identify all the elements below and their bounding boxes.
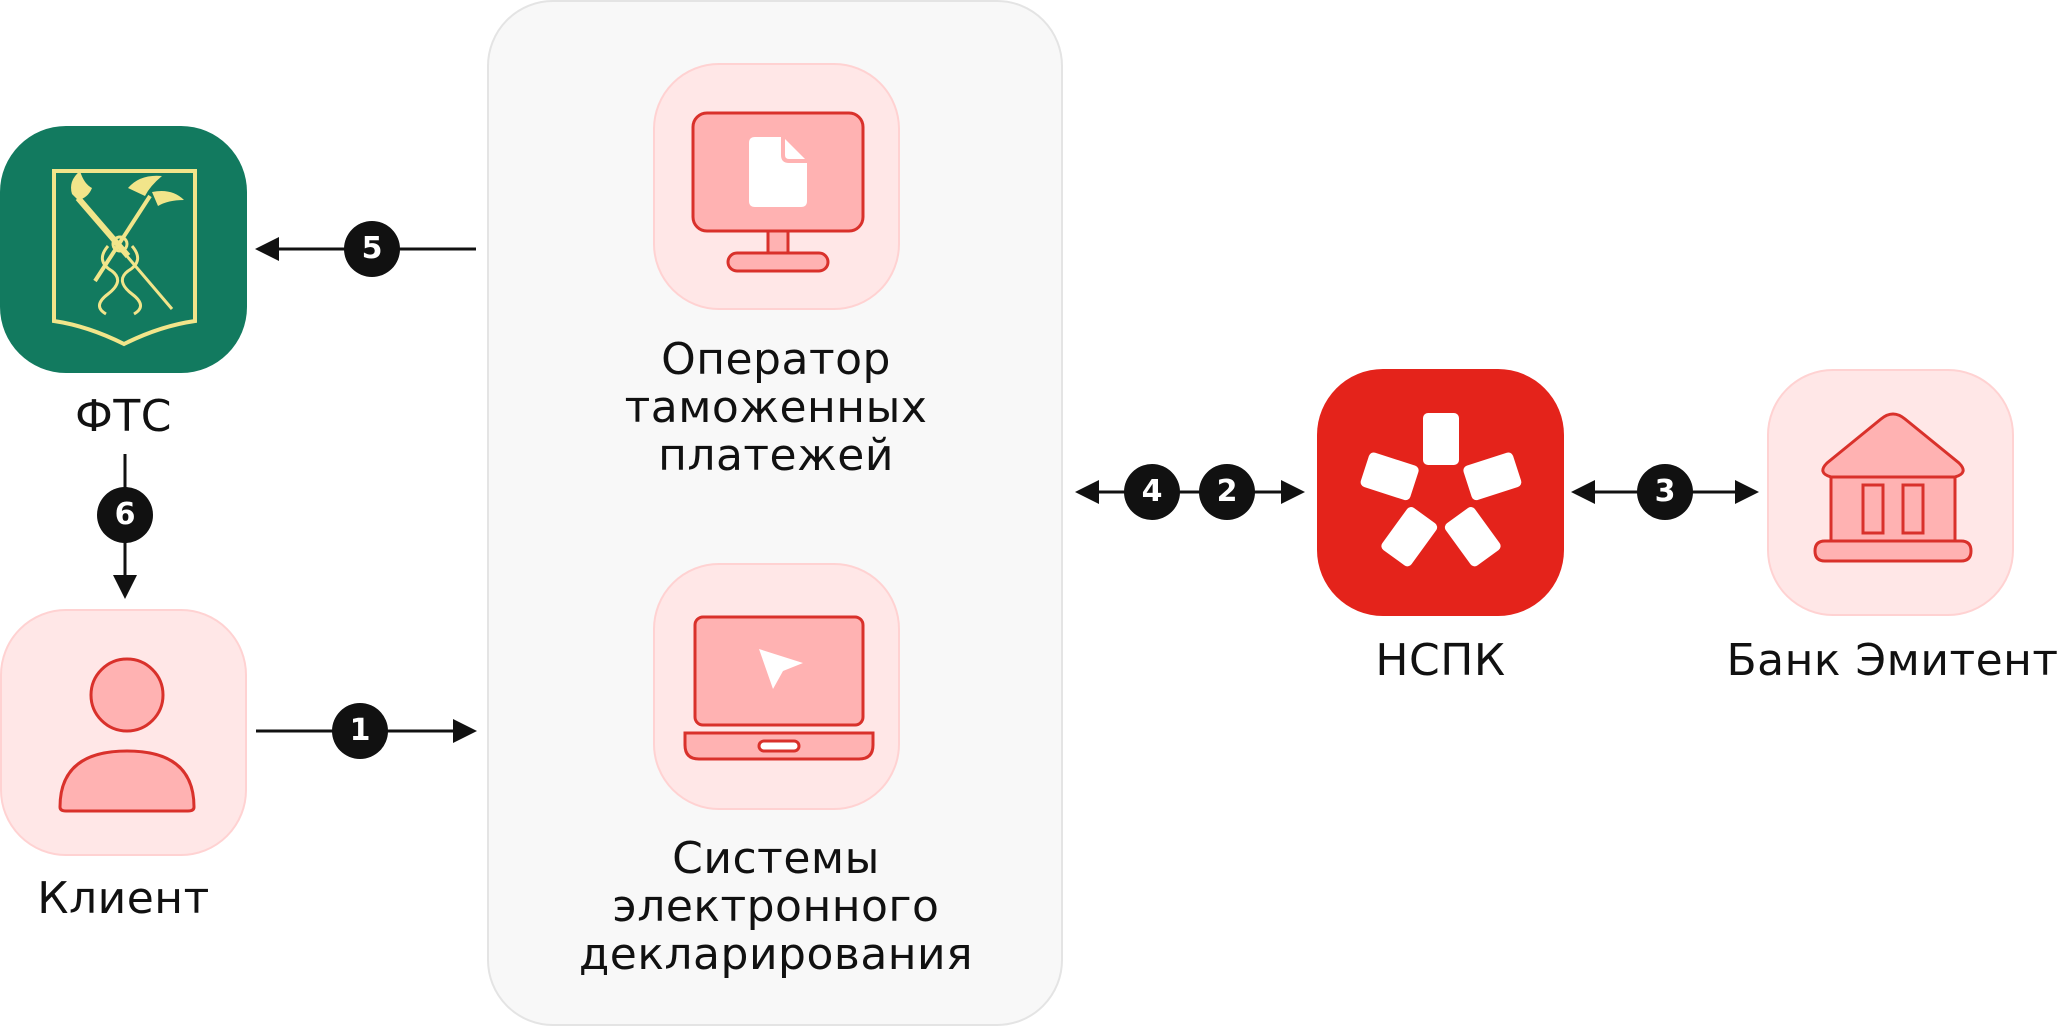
nspk-node — [1317, 369, 1564, 616]
operator-label: Оператор таможенных платежей — [624, 334, 928, 481]
step-badge-3: 3 — [1637, 464, 1693, 520]
fts-node — [0, 126, 247, 373]
operator-node — [653, 63, 900, 310]
laptop-cursor-icon — [683, 615, 875, 761]
bank-label: Банк Эмитент — [1726, 635, 2059, 686]
declaration-node — [653, 563, 900, 810]
step-badge-6: 6 — [97, 487, 153, 543]
step-badge-5: 5 — [344, 221, 400, 277]
bank-icon — [1813, 412, 1973, 563]
step-badge-2: 2 — [1199, 464, 1255, 520]
customs-emblem-icon — [52, 169, 197, 347]
bank-node — [1767, 369, 2014, 616]
nspk-star-logo — [1360, 413, 1522, 567]
client-label: Клиент — [37, 873, 210, 924]
user-icon — [58, 657, 196, 813]
fts-label: ФТС — [75, 391, 172, 442]
monitor-document-icon — [691, 111, 865, 273]
declaration-label: Системы электронного декларирования — [578, 833, 974, 980]
nspk-label: НСПК — [1375, 635, 1506, 686]
step-badge-1: 1 — [332, 703, 388, 759]
step-badge-4: 4 — [1124, 464, 1180, 520]
client-node — [0, 609, 247, 856]
